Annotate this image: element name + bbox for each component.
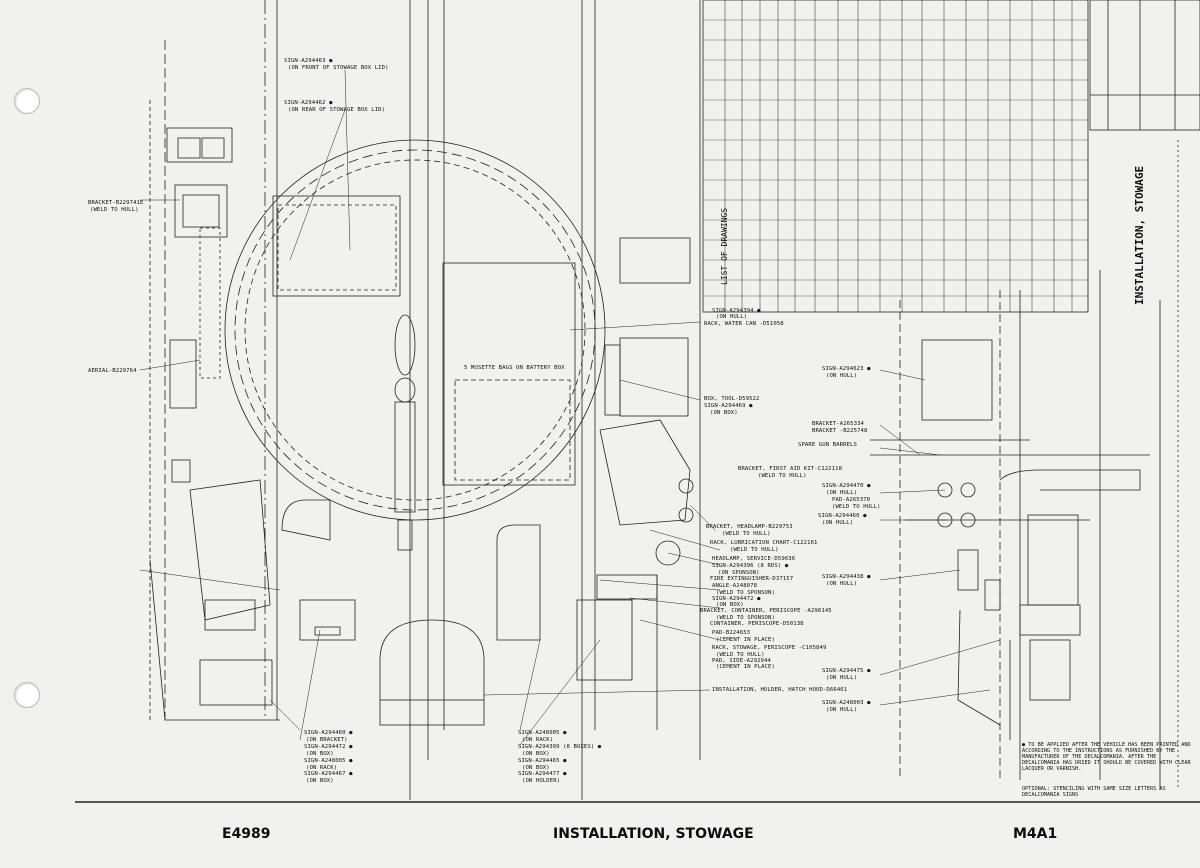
- right-callout-3: BRACKET-A265334: [812, 421, 865, 427]
- callout-19: BRACKET, CONTAINER, PERISCOPE -A296145: [700, 608, 832, 614]
- bottom-callout-7: SIGN-A294467 ●: [304, 771, 353, 777]
- right-callout-15: (ON HULL): [826, 581, 858, 587]
- side-title: INSTALLATION, STOWAGE: [1133, 165, 1146, 305]
- bottom-callout-5: SIGN-A248005 ●: [304, 758, 353, 764]
- callout-sign-front-lid-note: (ON FRONT OF STOWAGE BOX LID): [288, 65, 389, 71]
- callout-16: (WELD TO SPONSON): [716, 590, 775, 596]
- right-callout-19: (ON HULL): [826, 707, 858, 713]
- bottom-callout-3: SIGN-A294472 ●: [304, 744, 353, 750]
- callout-aerial: AERIAL-B229764: [88, 368, 137, 374]
- punch-hole-top: [14, 88, 40, 114]
- callout-17: SIGN-A294472 ●: [712, 596, 761, 602]
- stencil-note: OPTIONAL: STENCILING WITH SAME SIZE LETT…: [1022, 786, 1166, 798]
- callout-15: ANGLE-A248078: [712, 583, 758, 589]
- callout-10: (WELD TO HULL): [730, 547, 779, 553]
- right-callout-9: (ON HULL): [826, 490, 858, 496]
- punch-hole-bottom: [14, 682, 40, 708]
- callout-5: SIGN-A294469 ●: [704, 403, 753, 409]
- right-callout-18: SIGN-A248003 ●: [822, 700, 871, 706]
- right-callout-7: (WELD TO HULL): [758, 473, 807, 479]
- bottom-callout-15: SIGN-A294477 ●: [518, 771, 567, 777]
- callout-2: (ON HULL): [716, 314, 748, 320]
- bottom-callout-1: SIGN-A294460 ●: [304, 730, 353, 736]
- bottom-callout-4: (ON BOX): [306, 751, 334, 757]
- model-number: M4A1: [1013, 826, 1058, 842]
- callout-3: RACK, WATER CAN -D51058: [704, 321, 784, 327]
- bottom-callout-16: (ON HOLDER): [522, 778, 561, 784]
- right-callout-8: SIGN-A294470 ●: [822, 483, 871, 489]
- callout-26: PAD, SIDE-A292944: [712, 658, 771, 664]
- bottom-callout-12: (ON BOX): [522, 751, 550, 757]
- right-callout-12: SIGN-A294460 ●: [818, 513, 867, 519]
- bottom-callout-2: (ON BRACKET): [306, 737, 348, 743]
- callout-sign-front-lid: SIGN-A294463 ●: [284, 58, 333, 64]
- callout-sign-rear-lid-note: (ON REAR OF STOWAGE BOX LID): [288, 107, 386, 113]
- callout-6: (ON BOX): [710, 410, 738, 416]
- callout-24: RACK, STOWAGE, PERISCOPE -C105849: [712, 645, 827, 651]
- callout-13: (ON SPONSON): [718, 570, 760, 576]
- callout-bracket-weld-note: (WELD TO HULL): [90, 207, 139, 213]
- right-callout-13: (ON HULL): [822, 520, 854, 526]
- callout-7: BRACKET, HEADLAMP-B229753: [706, 524, 793, 530]
- bottom-callout-8: (ON BOX): [306, 778, 334, 784]
- battery-box-note: 5 MUSETTE BAGS ON BATTERY BOX: [464, 365, 565, 371]
- footer-title: INSTALLATION, STOWAGE: [553, 826, 754, 842]
- callout-1: SIGN-A294394 ●: [712, 308, 761, 314]
- callout-11: HEADLAMP, SERVICE-D59636: [712, 556, 796, 562]
- callout-bracket-weld: BRACKET-B229741E: [88, 200, 144, 206]
- decal-note: ● TO BE APPLIED AFTER THE VEHICLE HAS BE…: [1022, 742, 1191, 772]
- callout-22: PAD-B224653: [712, 630, 751, 636]
- bottom-callout-13: SIGN-A294465 ●: [518, 758, 567, 764]
- right-callout-2: (ON HULL): [826, 373, 858, 379]
- right-callout-5: SPARE GUN BARRELS: [798, 442, 857, 448]
- bottom-callout-11: SIGN-A294399 (8 BOXES) ●: [518, 744, 602, 750]
- callout-27: (CEMENT IN PLACE): [716, 664, 775, 670]
- right-callout-16: SIGN-A294475 ●: [822, 668, 871, 674]
- callout-20: (WELD TO SPONSON): [716, 615, 775, 621]
- right-callout-11: (WELD TO HULL): [832, 504, 881, 510]
- callout-18: (ON BOX): [716, 602, 744, 608]
- bottom-callout-10: (ON RACK): [522, 737, 554, 743]
- callout-12: SIGN-A294396 (8 RDS) ●: [712, 563, 789, 569]
- right-callout-17: (ON HULL): [826, 675, 858, 681]
- callout-25: (WELD TO HULL): [716, 652, 765, 658]
- callout-21: CONTAINER, PERISCOPE-D50138: [710, 621, 804, 627]
- right-callout-10: PAD-A265370: [832, 497, 871, 503]
- drawing-number: E4989: [222, 826, 271, 842]
- right-callout-4: BRACKET -B225748: [812, 428, 868, 434]
- callout-14: FIRE EXTINGUISHER-D37157: [710, 576, 794, 582]
- callout-28: INSTALLATION, HOLDER, HATCH HOOD-D66461: [712, 687, 848, 693]
- callout-23: (CEMENT IN PLACE): [716, 637, 775, 643]
- callout-8: (WELD TO HULL): [722, 531, 771, 537]
- bottom-callout-9: SIGN-A248005 ●: [518, 730, 567, 736]
- bottom-callout-6: (ON RACK): [306, 765, 338, 771]
- right-callout-14: SIGN-A294438 ●: [822, 574, 871, 580]
- callout-4: BOX, TOOL-D59522: [704, 396, 760, 402]
- bottom-callout-14: (ON BOX): [522, 765, 550, 771]
- right-callout-1: SIGN-A294623 ●: [822, 366, 871, 372]
- right-callout-6: BRACKET, FIRST AID KIT-C122118: [738, 466, 843, 472]
- callout-sign-rear-lid: SIGN-A294462 ●: [284, 100, 333, 106]
- callout-9: RACK, LUBRICATION CHART-C122161: [710, 540, 818, 546]
- list-of-drawings-title: LIST OF DRAWINGS: [720, 207, 729, 285]
